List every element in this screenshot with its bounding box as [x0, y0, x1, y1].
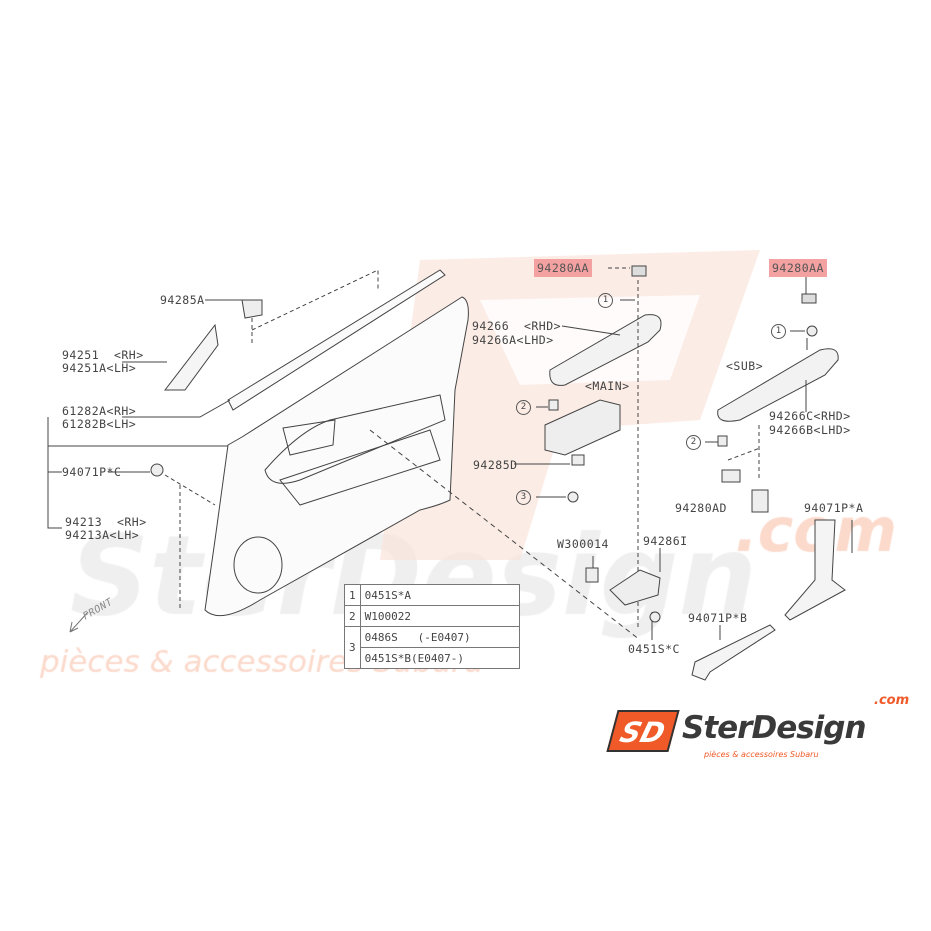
- legend-num: 1: [344, 584, 361, 606]
- callout-2: 2: [516, 400, 531, 415]
- part-label-94071P-B: 94071P*B: [688, 611, 748, 625]
- main-label: <MAIN>: [585, 379, 630, 393]
- front-arrow-icon: [69, 611, 89, 633]
- part-label-0451S-C: 0451S*C: [628, 642, 680, 656]
- logo-tagline: pièces & accessoires Subaru: [704, 750, 819, 759]
- part-label-94286I: 94286I: [643, 534, 688, 548]
- part-label-94071P-C: 94071P*C: [62, 465, 122, 479]
- logo-mark: SD: [606, 710, 680, 752]
- callout-3: 3: [516, 490, 531, 505]
- legend-row: 0451S*B(E0407-): [345, 647, 520, 669]
- part-label-94266C: 94266C<RHD>: [769, 409, 851, 423]
- pillar-trim: [784, 519, 846, 621]
- callout-2: 2: [686, 435, 701, 450]
- legend-num: 2: [344, 605, 361, 627]
- corner-piece: [163, 323, 219, 391]
- part-label-94213: 94213 <RH>: [65, 515, 147, 529]
- callout-1: 1: [598, 293, 613, 308]
- callout-1: 1: [771, 324, 786, 339]
- part-label-61282A: 61282A<RH>: [62, 404, 137, 418]
- legend-part: W100022: [359, 605, 520, 627]
- part-label-94266B: 94266B<LHD>: [769, 423, 851, 437]
- legend-part: 0486S (-E0407): [359, 626, 520, 648]
- logo-brand: SterDesign: [682, 710, 867, 746]
- part-label-94280AA-highlighted: 94280AA: [534, 259, 592, 277]
- door-trim-panel: [204, 296, 469, 617]
- main-switch-block: [544, 399, 621, 456]
- legend-part: 0451S*B(E0407-): [359, 647, 520, 669]
- sterdesign-logo: SD SterDesign .com pièces & accessoires …: [606, 693, 922, 764]
- part-label-94285A: 94285A: [160, 293, 205, 307]
- part-label-61282B: 61282B<LH>: [62, 417, 137, 431]
- part-label-94266: 94266 <RHD>: [472, 319, 562, 333]
- part-label-94285D: 94285D: [473, 458, 518, 472]
- part-label-W300014: W300014: [557, 537, 609, 551]
- legend-num: 3: [344, 626, 361, 669]
- sub-switch-panel: [717, 348, 839, 422]
- part-label-94266A: 94266A<LHD>: [472, 333, 554, 347]
- sub-label: <SUB>: [726, 359, 764, 373]
- part-label-94213A: 94213A<LH>: [65, 528, 140, 542]
- part-label-94251A: 94251A<LH>: [62, 361, 137, 375]
- part-label-94280AA-highlighted: 94280AA: [769, 259, 827, 277]
- main-switch-panel: [549, 314, 662, 386]
- switch-bracket: [609, 569, 661, 606]
- scuff-plate: [691, 624, 776, 681]
- legend-part: 0451S*A: [359, 584, 520, 606]
- part-label-94071P-A: 94071P*A: [804, 501, 864, 515]
- logo-domain: .com: [874, 693, 910, 708]
- belt-molding: [227, 269, 446, 411]
- part-label-94251: 94251 <RH>: [62, 348, 144, 362]
- part-label-94280AD: 94280AD: [675, 501, 727, 515]
